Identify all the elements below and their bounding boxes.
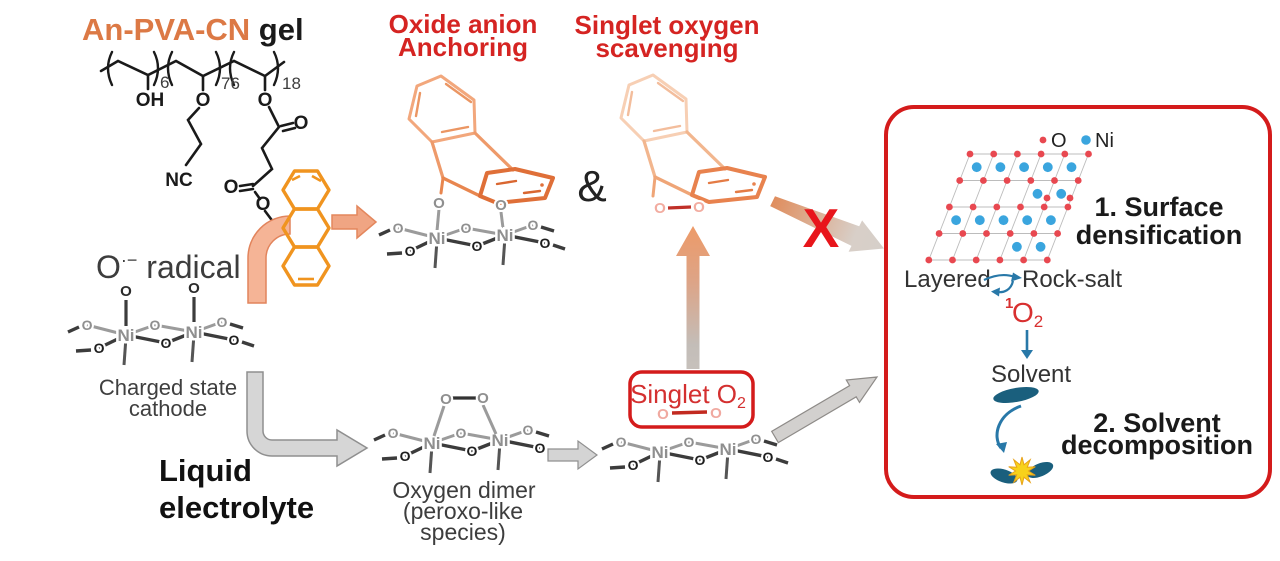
svg-text:Singlet oxygen: Singlet oxygen bbox=[575, 10, 760, 40]
svg-text:O: O bbox=[433, 195, 445, 212]
svg-text:18: 18 bbox=[282, 74, 301, 93]
svg-text:O: O bbox=[654, 200, 666, 217]
svg-text:O: O bbox=[657, 406, 669, 423]
svg-text:O: O bbox=[258, 90, 273, 111]
svg-text:(peroxo-like: (peroxo-like bbox=[403, 498, 523, 524]
svg-text:Singlet O2: Singlet O2 bbox=[630, 379, 746, 412]
svg-text:76: 76 bbox=[221, 74, 240, 93]
svg-text:Rock-salt: Rock-salt bbox=[1022, 266, 1122, 293]
svg-text:6: 6 bbox=[160, 73, 169, 92]
svg-text:electrolyte: electrolyte bbox=[159, 490, 314, 525]
svg-text:O: O bbox=[188, 280, 200, 297]
svg-text:1: 1 bbox=[1005, 295, 1013, 312]
svg-text:decomposition: decomposition bbox=[1061, 430, 1253, 460]
svg-text:O: O bbox=[1051, 130, 1067, 152]
svg-text:X: X bbox=[803, 197, 840, 259]
svg-text:scavenging: scavenging bbox=[595, 33, 738, 63]
svg-text:NC: NC bbox=[165, 170, 193, 191]
svg-text:Liquid: Liquid bbox=[159, 453, 252, 488]
svg-text:O: O bbox=[495, 197, 507, 214]
svg-text:O: O bbox=[224, 177, 239, 198]
svg-text:Anchoring: Anchoring bbox=[398, 32, 528, 62]
svg-text:Ni: Ni bbox=[1095, 130, 1114, 152]
svg-text:cathode: cathode bbox=[129, 396, 207, 421]
svg-text:O: O bbox=[440, 391, 452, 408]
svg-text:O·− radical: O·− radical bbox=[96, 249, 241, 285]
svg-text:&: & bbox=[577, 162, 606, 211]
svg-text:densification: densification bbox=[1076, 220, 1243, 250]
svg-text:Charged state: Charged state bbox=[99, 375, 237, 400]
svg-text:2. Solvent: 2. Solvent bbox=[1093, 408, 1221, 438]
svg-text:Solvent: Solvent bbox=[991, 361, 1071, 388]
svg-text:O: O bbox=[196, 90, 211, 111]
svg-text:O: O bbox=[693, 199, 705, 216]
svg-text:Layered: Layered bbox=[904, 266, 991, 293]
svg-text:Oxide anion: Oxide anion bbox=[389, 9, 538, 39]
svg-text:An-PVA-CN gel: An-PVA-CN gel bbox=[82, 12, 304, 47]
svg-text:O: O bbox=[120, 283, 132, 300]
svg-text:O: O bbox=[294, 113, 309, 134]
svg-text:1. Surface: 1. Surface bbox=[1094, 192, 1223, 222]
svg-text:O2: O2 bbox=[1012, 297, 1043, 331]
svg-text:O: O bbox=[710, 405, 722, 422]
svg-text:species): species) bbox=[420, 519, 506, 545]
svg-text:OH: OH bbox=[136, 90, 165, 111]
svg-text:O: O bbox=[256, 194, 271, 215]
svg-text:Oxygen dimer: Oxygen dimer bbox=[392, 477, 536, 503]
svg-text:O: O bbox=[477, 390, 489, 407]
